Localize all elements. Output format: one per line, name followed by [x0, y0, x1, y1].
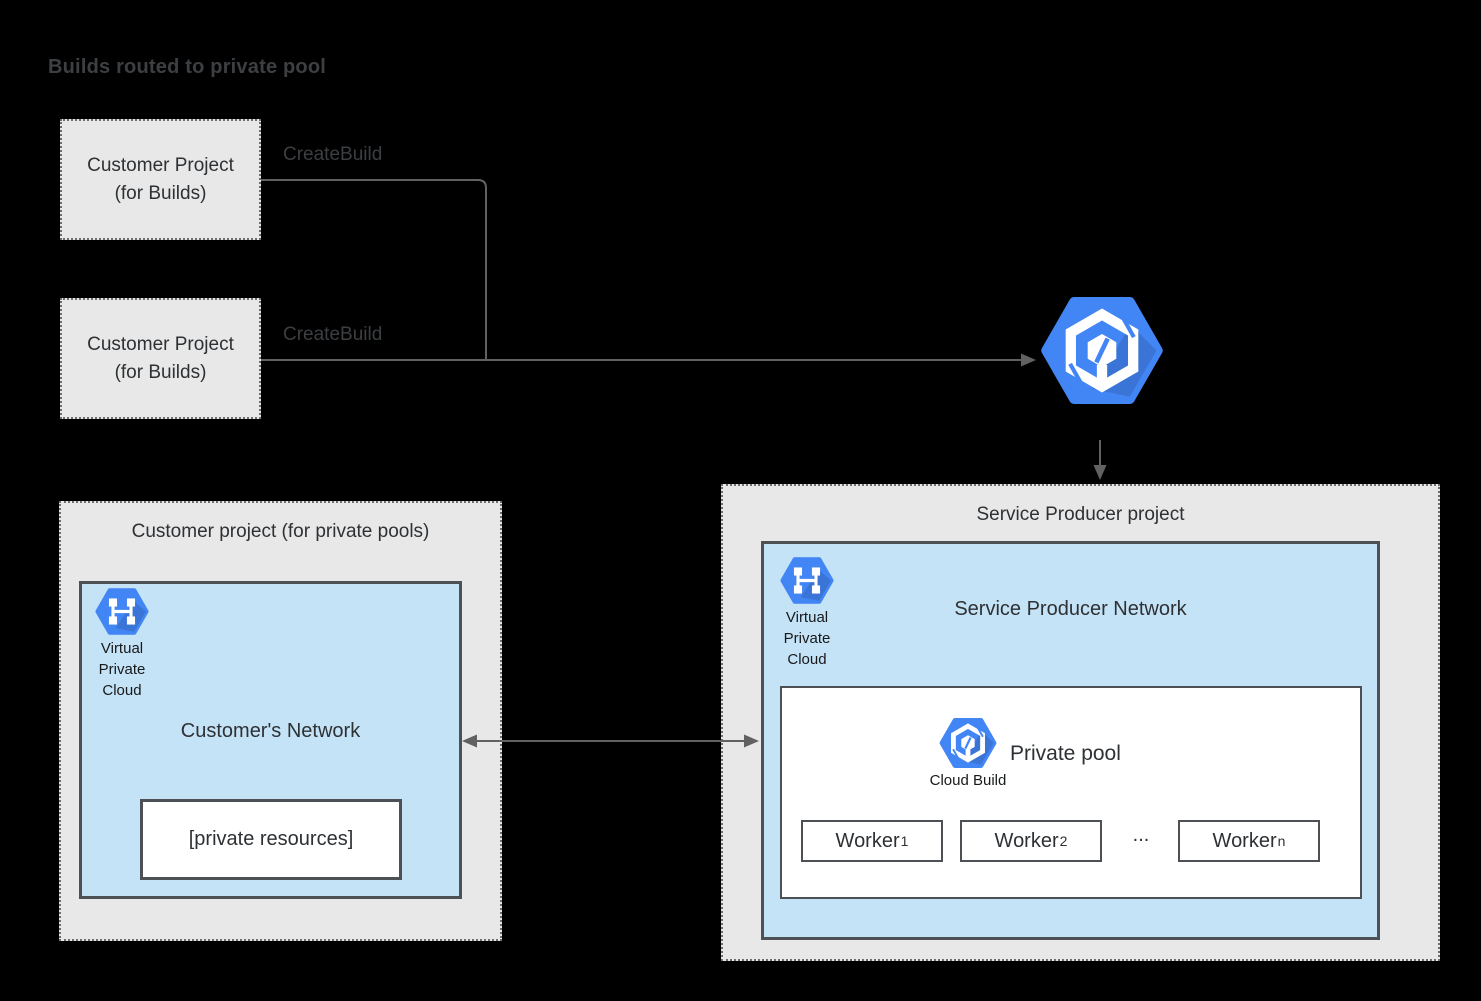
customer-build-project-label: Customer Project (for Builds): [87, 333, 234, 383]
private-resources-box: [private resources]: [140, 799, 402, 880]
cloud-build-icon: [1040, 297, 1164, 404]
cloud-build-label: Cloud Build: [929, 772, 1007, 789]
worker-label: Worker: [1212, 829, 1277, 852]
worker-label: Worker: [994, 829, 1059, 852]
worker-ellipsis: ...: [1132, 824, 1150, 846]
diagram-title: Builds routed to private pool: [48, 56, 327, 78]
vpc-block: Virtual Private Cloud: [768, 557, 846, 670]
private-pool-title: Private pool: [1010, 742, 1121, 765]
private-resources-label: [private resources]: [188, 828, 354, 850]
create-build-arrow-label: CreateBuild: [283, 144, 383, 165]
arrowhead-to-service-producer-project: [1093, 465, 1107, 480]
create-build-arrow-label: CreateBuild: [283, 324, 383, 345]
worker-subscript: 1: [900, 833, 909, 849]
worker-subscript: n: [1277, 833, 1286, 849]
customer-pool-project-box: Customer project (for private pools) Vir…: [59, 501, 502, 941]
cloud-build-block: Cloud Build: [922, 718, 1014, 791]
worker-label: Worker: [835, 829, 900, 852]
customer-build-project-label: Customer Project (for Builds): [87, 154, 234, 204]
service-producer-project-box: Service Producer project Virtual Private…: [721, 484, 1440, 961]
service-producer-network-title: Service Producer Network: [954, 598, 1187, 620]
customer-build-project-box-2: Customer Project (for Builds): [60, 298, 261, 419]
customer-pool-project-title: Customer project (for private pools): [131, 521, 430, 542]
customer-network-box: Virtual Private Cloud Customer's Network…: [79, 581, 462, 899]
virtual-private-cloud-icon: [780, 557, 834, 604]
service-producer-project-title: Service Producer project: [976, 504, 1185, 525]
customer-build-project-box-1: Customer Project (for Builds): [60, 119, 261, 240]
virtual-private-cloud-icon: [95, 588, 149, 635]
cloud-build-icon: [939, 718, 997, 768]
service-producer-network-box: Virtual Private Cloud Service Producer N…: [761, 541, 1380, 940]
vpc-label: Virtual Private Cloud: [98, 640, 146, 699]
vpc-block: Virtual Private Cloud: [83, 588, 161, 701]
worker-subscript: 2: [1059, 833, 1068, 849]
customer-network-title: Customer's Network: [180, 720, 361, 742]
vpc-label: Virtual Private Cloud: [783, 609, 831, 668]
arrowhead-to-cloud-build: [1021, 353, 1036, 367]
